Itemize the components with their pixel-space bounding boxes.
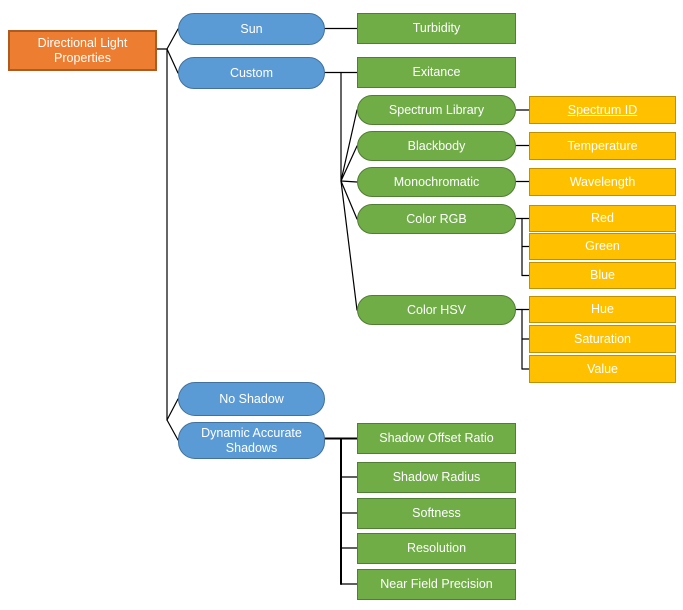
node-no-shadow: No Shadow — [178, 382, 325, 416]
node-hue: Hue — [529, 296, 676, 323]
node-blue: Blue — [529, 262, 676, 289]
node-sun: Sun — [178, 13, 325, 45]
node-shadow-radius: Shadow Radius — [357, 462, 516, 493]
node-saturation: Saturation — [529, 325, 676, 353]
node-resolution: Resolution — [357, 533, 516, 564]
node-dynamic-accurate-shadows: Dynamic Accurate Shadows — [178, 422, 325, 459]
node-directional-light-properties: Directional Light Properties — [8, 30, 157, 71]
node-color-rgb: Color RGB — [357, 204, 516, 234]
node-value: Value — [529, 355, 676, 383]
node-exitance: Exitance — [357, 57, 516, 88]
node-monochromatic: Monochromatic — [357, 167, 516, 197]
node-temperature: Temperature — [529, 132, 676, 160]
node-color-hsv: Color HSV — [357, 295, 516, 325]
node-red: Red — [529, 205, 676, 232]
node-turbidity: Turbidity — [357, 13, 516, 44]
node-custom: Custom — [178, 57, 325, 89]
node-wavelength: Wavelength — [529, 168, 676, 196]
node-green: Green — [529, 233, 676, 260]
node-near-field-precision: Near Field Precision — [357, 569, 516, 600]
node-spectrum-library: Spectrum Library — [357, 95, 516, 125]
node-shadow-offset-ratio: Shadow Offset Ratio — [357, 423, 516, 454]
node-spectrum-id: Spectrum ID — [529, 96, 676, 124]
node-softness: Softness — [357, 498, 516, 529]
node-blackbody: Blackbody — [357, 131, 516, 161]
